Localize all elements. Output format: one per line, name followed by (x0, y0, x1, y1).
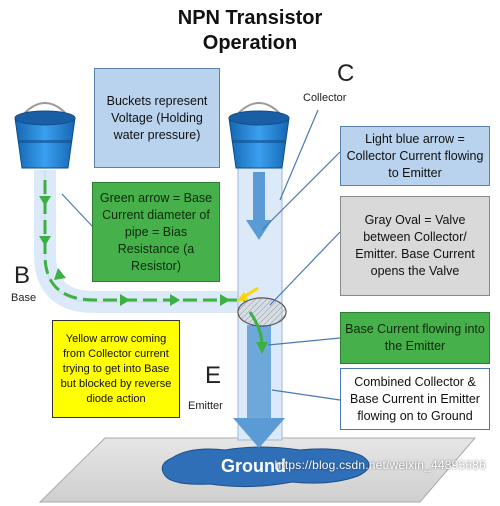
emitter-letter: E (205, 362, 222, 389)
watermark-text: https://blog.csdn.net/weixin_44395686 (274, 458, 486, 472)
bucket-right-icon (228, 102, 290, 169)
title-line-2: Operation (202, 32, 298, 54)
yellow-blocked-arrow (236, 286, 259, 302)
base-letter: B (14, 262, 31, 289)
combined-current-note: Combined Collector & Base Current in Emi… (340, 368, 490, 430)
bucket-left-icon (14, 102, 76, 169)
valve-oval (237, 297, 287, 327)
base-current-emitter-note: Base Current flowing into the Emitter (340, 312, 490, 364)
leader-lines (61, 109, 341, 401)
diagram-title: NPN Transistor Operation (140, 6, 360, 56)
ground-label: Ground (221, 456, 286, 476)
collector-label: Collector (303, 92, 347, 104)
gray-oval-note: Gray Oval = Valve between Collector/ Emi… (340, 196, 490, 296)
base-label: Base (11, 292, 37, 304)
collector-current-arrow (246, 172, 272, 240)
yellow-arrow-note: Yellow arrow coming from Collector curre… (52, 320, 180, 418)
green-arrow-note: Green arrow = Base Current diameter of p… (92, 182, 220, 282)
title-line-1: NPN Transistor (177, 7, 323, 29)
collector-letter: C (337, 60, 355, 87)
ground-pool (161, 446, 370, 488)
base-current-arrowheads (39, 196, 268, 354)
light-blue-arrow-note: Light blue arrow = Collector Current flo… (340, 126, 490, 186)
combined-current-arrow (233, 325, 285, 448)
buckets-note: Buckets represent Voltage (Holding water… (94, 68, 220, 168)
emitter-label: Emitter (188, 400, 223, 412)
